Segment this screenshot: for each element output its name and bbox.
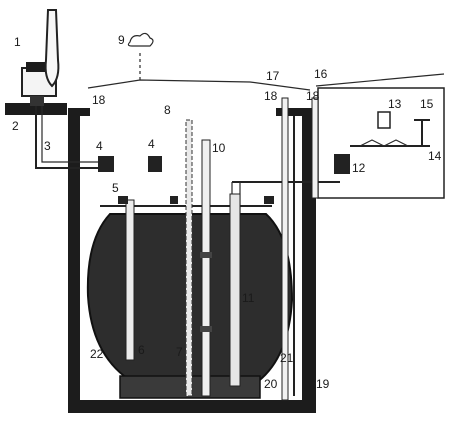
label-17: 17 [266,69,280,83]
meter [377,111,391,129]
label-18a: 18 [92,93,106,107]
label-2: 2 [12,119,19,133]
label-6: 6 [138,343,145,357]
label-10: 10 [212,141,226,155]
pump-pedestal [30,96,44,106]
valve-left [98,156,114,172]
label-1: 1 [14,35,21,49]
pump-handle-box [26,62,52,72]
label-19: 19 [316,377,330,391]
return-pipe [229,193,241,387]
label-4a: 4 [96,139,103,153]
suction-pipe [125,199,135,361]
label-group: 1 2 3 4 4 5 6 7 8 9 10 11 12 13 14 15 16… [12,33,442,391]
label-3: 3 [44,139,51,153]
riser-pipe-b [311,97,319,199]
fill-pipe [35,106,100,169]
pump-nozzle [44,9,60,88]
label-7: 7 [176,345,183,359]
label-15: 15 [420,97,434,111]
valve-middle [148,156,162,172]
pit-wall-left [68,115,80,413]
label-18c: 18 [306,89,320,103]
label-22: 22 [90,347,104,361]
label-9: 9 [118,33,125,47]
label-5: 5 [112,181,119,195]
valve-right [334,154,350,174]
label-4b: 4 [148,137,155,151]
label-11: 11 [242,291,255,305]
label-8: 8 [164,103,171,117]
label-21: 21 [280,351,294,365]
level-gauge-rod [201,139,211,397]
vent-line [87,79,311,91]
label-16: 16 [314,67,328,81]
label-20: 20 [264,377,278,391]
label-14: 14 [428,149,442,163]
cloud-icon [127,32,154,47]
pit-floor [68,400,316,413]
riser-pipe-a [281,97,289,401]
pit-top-right-cap [276,108,316,116]
dip-tube [185,119,193,397]
pit-top-left-cap [68,108,90,116]
label-13: 13 [388,97,402,111]
label-18b: 18 [264,89,278,103]
label-12: 12 [352,161,366,175]
